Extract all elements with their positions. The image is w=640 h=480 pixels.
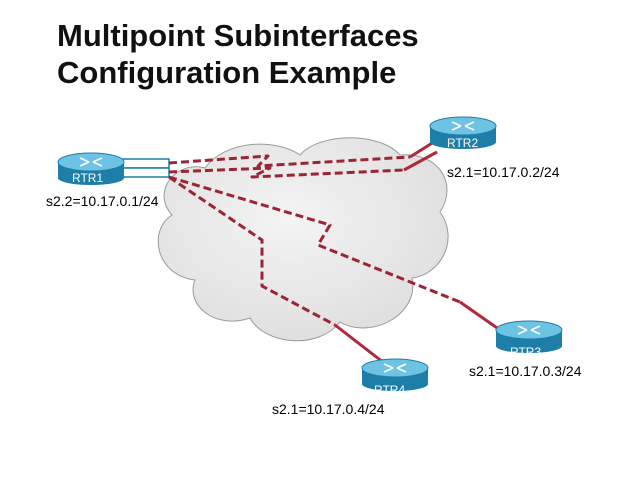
router-icon xyxy=(429,116,497,136)
router-rtr1 xyxy=(57,152,125,185)
router-rtr2 xyxy=(429,116,497,149)
router-icon xyxy=(57,152,125,172)
address-rtr2: s2.1=10.17.0.2/24 xyxy=(447,164,560,180)
router-rtr3 xyxy=(495,320,563,353)
address-rtr1: s2.2=10.17.0.1/24 xyxy=(46,193,159,209)
address-rtr4: s2.1=10.17.0.4/24 xyxy=(272,401,385,417)
router-icon xyxy=(361,358,429,378)
pvc-link-rtr3 xyxy=(168,175,501,332)
pvc-link-rtr2-upper xyxy=(168,150,438,179)
subinterface-box xyxy=(122,158,170,178)
address-rtr3: s2.1=10.17.0.3/24 xyxy=(469,363,582,379)
router-label-rtr3: RTR3 xyxy=(510,345,542,359)
router-icon xyxy=(495,320,563,340)
frame-relay-cloud-icon xyxy=(157,137,449,342)
title-line-1: Multipoint Subinterfaces xyxy=(57,18,419,53)
router-rtr4 xyxy=(361,358,429,391)
router-label-rtr1: RTR1 xyxy=(72,171,104,185)
title-line-2: Configuration Example xyxy=(57,55,397,90)
pvc-link-rtr4 xyxy=(168,175,389,368)
router-label-rtr2: RTR2 xyxy=(447,136,479,150)
router-label-rtr4: RTR4 xyxy=(374,383,406,397)
page-title: Multipoint Subinterfaces Configuration E… xyxy=(57,17,419,91)
